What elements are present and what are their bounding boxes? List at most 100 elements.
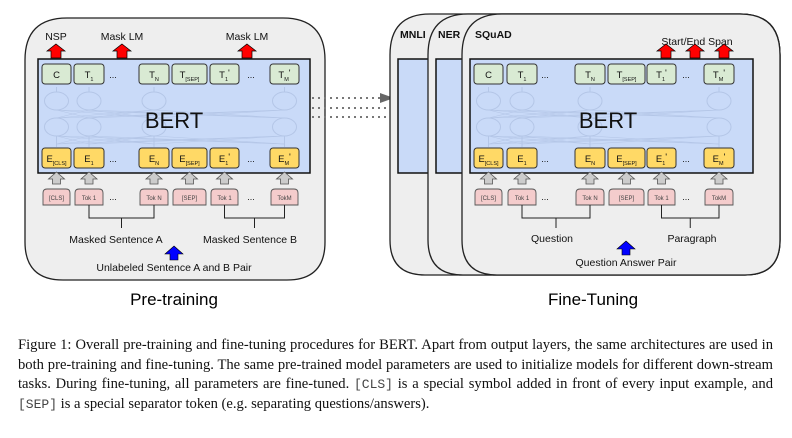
output-token-box-label: T1' [219, 68, 230, 83]
finetuning-bert-label: BERT [579, 108, 637, 133]
pretraining-segment-brackets [88, 205, 285, 228]
output-token-box-label: C [485, 70, 492, 81]
ellipsis: ... [682, 70, 690, 80]
output-token-box-label: T1 [518, 70, 527, 83]
attention-link [153, 135, 285, 145]
embedding-box [607, 147, 646, 169]
embedding-box-label: EN [585, 154, 595, 167]
span-output-arrow-icon [655, 43, 677, 59]
ellipsis: ... [541, 154, 549, 164]
input-token-label: [CLS] [49, 196, 64, 202]
pretraining-title: Pre-training [130, 290, 218, 309]
attention-link [88, 135, 285, 145]
transfer-arrow-mnli-icon [380, 93, 394, 103]
output-token-box-label: T1 [85, 70, 94, 83]
ellipsis: ... [682, 192, 690, 202]
attention-link [589, 109, 720, 119]
input-token-label: TokM [712, 196, 726, 202]
up-arrow-icon [617, 171, 636, 185]
attention-link [488, 135, 591, 145]
input-token-box [647, 188, 676, 206]
output-token-box [607, 63, 646, 85]
output-token-box [269, 63, 300, 85]
attention-link [521, 109, 720, 119]
input-token-box [172, 188, 207, 206]
output-token-box [171, 63, 208, 85]
output-token-box-label: TN [149, 70, 159, 83]
caption-part-2: is a special symbol added in front of ev… [392, 376, 773, 392]
embedding-box [506, 147, 538, 169]
mask-lm-output-arrow-icon [236, 43, 258, 59]
pretraining-input-label: Unlabeled Sentence A and B Pair [96, 262, 252, 274]
finetuning-segment-brackets [521, 205, 720, 228]
up-arrow-icon [275, 171, 294, 185]
input-token-box [42, 188, 71, 206]
input-token-box [575, 188, 605, 206]
pretraining-head-label: NSP [45, 31, 67, 43]
finetuning-input-label: Question Answer Pair [576, 257, 677, 269]
attention-link [488, 109, 523, 119]
nsp-output-arrow-icon [45, 43, 67, 59]
caption-part-1: Figure 1: Overall pre-training and fine-… [18, 337, 773, 392]
ellipsis: ... [247, 70, 255, 80]
input-token-box [704, 188, 734, 206]
task-label-ner: NER [438, 29, 461, 41]
embedding-box [73, 147, 105, 169]
attention-link [56, 135, 155, 145]
input-token-label: Tok 1 [515, 196, 530, 202]
caption-sep-token: [SEP] [18, 396, 58, 412]
attention-link [56, 135, 90, 145]
finetuning-transformer-layers [476, 87, 732, 147]
input-token-label: Tok 1 [217, 196, 232, 202]
output-token-box [506, 63, 538, 85]
pretraining-segment-a-label: Masked Sentence A [69, 234, 162, 246]
ellipsis: ... [541, 192, 549, 202]
input-token-box [210, 188, 239, 206]
embedding-box [41, 147, 72, 169]
pretraining-segment-b-label: Masked Sentence B [203, 234, 297, 246]
up-arrow-icon [652, 171, 671, 185]
ellipsis: ... [682, 154, 690, 164]
embedding-box [269, 147, 300, 169]
attention-link [488, 135, 523, 145]
input-token-box [507, 188, 537, 206]
up-arrow-icon [512, 171, 532, 185]
figure-caption: Figure 1: Overall pre-training and fine-… [18, 336, 773, 414]
task-label-squad: SQuAD [475, 29, 512, 41]
ellipsis: ... [247, 154, 255, 164]
embedding-box-label: E1' [656, 152, 667, 167]
embedding-box [209, 147, 240, 169]
finetuning-segment-a-label: Question [531, 233, 573, 245]
finetuning-title: Fine-Tuning [548, 290, 638, 309]
pretraining-transformer-layers [44, 87, 297, 147]
caption-cls-token: [CLS] [353, 377, 393, 392]
input-token-label: Tok 1 [82, 196, 97, 202]
input-token-box [270, 188, 299, 206]
attention-link [88, 109, 285, 119]
up-arrow-icon [580, 171, 600, 185]
output-token-box [73, 63, 105, 85]
ellipsis: ... [109, 70, 117, 80]
embedding-box [171, 147, 208, 169]
attention-link [521, 135, 720, 145]
embedding-box-label: E1' [219, 152, 230, 167]
span-output-arrow-icon [713, 43, 735, 59]
output-token-box [209, 63, 240, 85]
pretraining-head-label: Mask LM [101, 31, 144, 43]
up-arrow-icon [79, 171, 99, 185]
output-token-box-label: TN [585, 70, 595, 83]
input-token-label: Tok 1 [654, 196, 669, 202]
input-token-label: [CLS] [481, 196, 496, 202]
up-arrow-icon [47, 171, 66, 185]
embedding-box [703, 147, 735, 169]
output-token-box-label: T1' [656, 68, 667, 83]
embedding-box [646, 147, 677, 169]
embedding-box [138, 147, 170, 169]
finetuning-head-label: Start/End Span [661, 36, 732, 48]
attention-link [589, 135, 720, 145]
output-token-box [646, 63, 677, 85]
ellipsis: ... [109, 192, 117, 202]
up-arrow-icon [479, 171, 498, 185]
